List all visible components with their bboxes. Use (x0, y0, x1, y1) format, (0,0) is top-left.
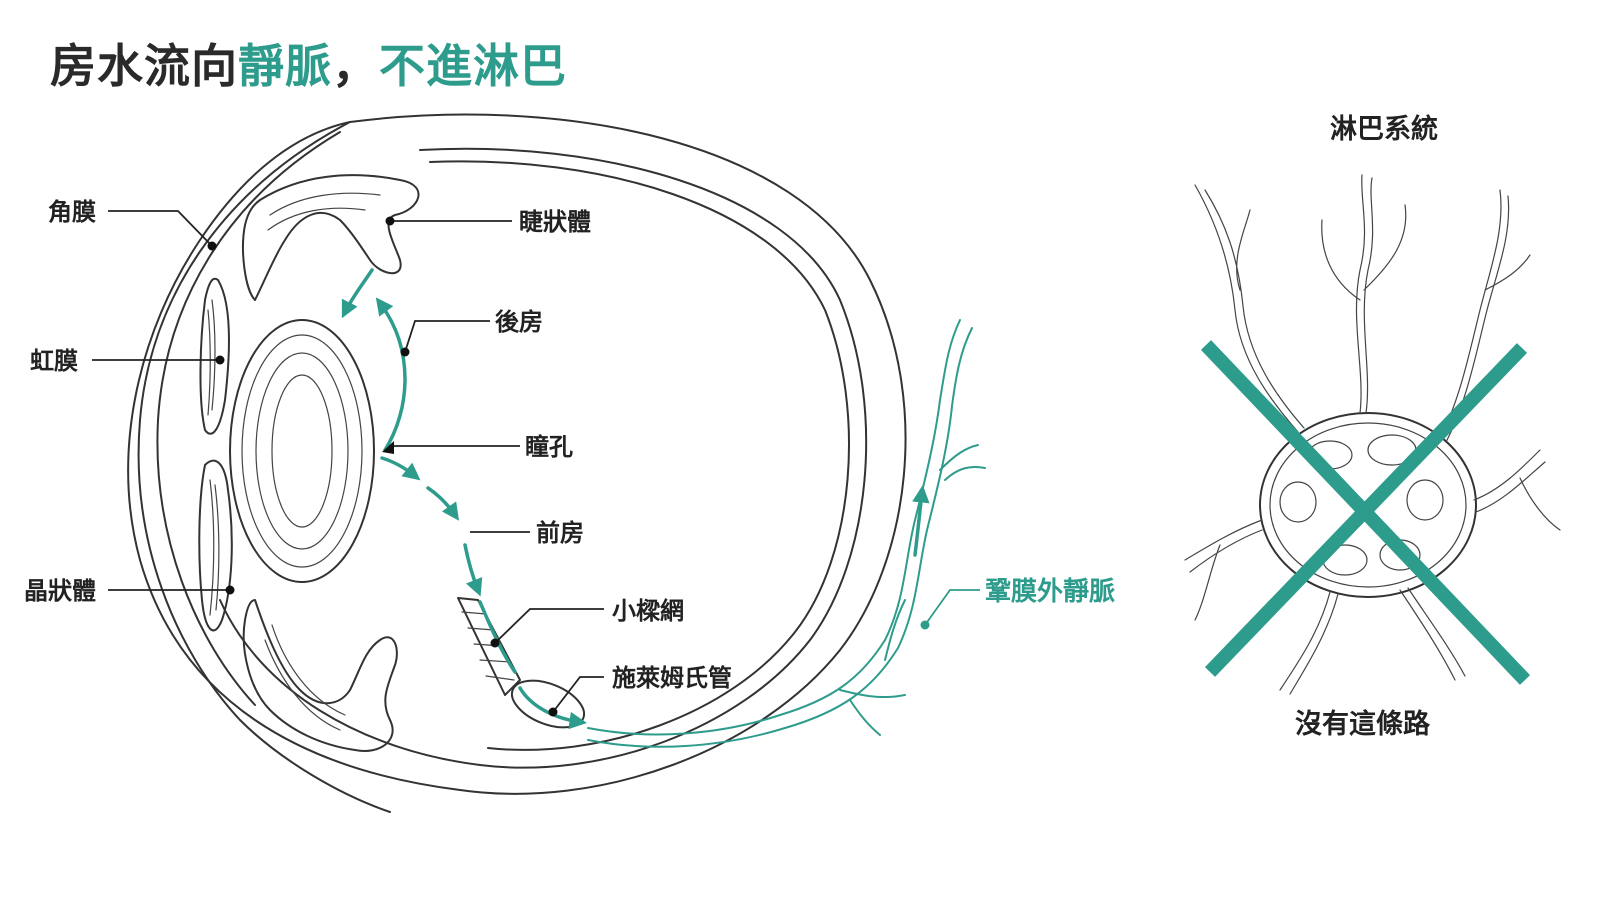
lens-ring-2 (255, 352, 349, 550)
ciliary-texture-lower (264, 624, 346, 731)
cornea-inner (156, 131, 341, 706)
label-anterior-chamber: 前房 (536, 519, 584, 547)
iris-lower-texture (209, 479, 220, 616)
lymph-vessel-right (1473, 449, 1561, 531)
lymph-node (1259, 412, 1477, 598)
flow-arrow-pupil-1 (380, 456, 421, 481)
retina (429, 160, 850, 751)
vein-branch-5 (884, 599, 906, 661)
lymph-follicle-4 (1406, 479, 1444, 521)
ciliary-body-upper (242, 174, 420, 301)
leader-dot-lens (225, 585, 235, 595)
leader-episcleral (924, 589, 980, 626)
ciliary-body-lower (242, 599, 398, 752)
leader-schlemm (552, 676, 604, 713)
label-lens: 晶狀體 (24, 577, 96, 605)
page-title: 房水流向靜脈，不進淋巴 (50, 30, 567, 96)
leaders (92, 210, 980, 717)
label-trabecular-meshwork: 小樑網 (612, 597, 684, 625)
leader-dot-iris (215, 355, 225, 365)
vein-flow-arrow (912, 485, 930, 557)
eyeball (127, 113, 907, 813)
label-posterior-chamber: 後房 (495, 308, 543, 336)
vein-branch-1 (839, 689, 906, 699)
lymph-vessel-topleft (1194, 184, 1305, 433)
leader-cornea (108, 210, 213, 247)
iris-upper-shape (199, 277, 230, 435)
leader-dot-trabecular (490, 638, 500, 648)
flow-arrow-posterior (375, 297, 407, 452)
vein-main-a (587, 319, 961, 736)
title-part-1: 房水流向 (50, 39, 238, 93)
label-episcleral-vein: 鞏膜外靜脈 (985, 577, 1115, 607)
iris-upper-texture (207, 299, 216, 416)
episcleral-vein (587, 319, 986, 748)
flow-arrow-anterior (463, 543, 483, 597)
label-pupil: 瞳孔 (525, 433, 573, 461)
flow-arrow-schlemm (518, 686, 587, 730)
vein-branch-3 (939, 444, 979, 471)
flow-arrow-ciliary (341, 268, 374, 319)
aqueous-flow (341, 268, 587, 730)
title-part-4: 不進淋巴 (379, 39, 567, 93)
title-part-2: 靜脈 (238, 39, 332, 93)
lymph-vessel-bottom (1279, 587, 1466, 695)
leader-dot-schlemm (548, 707, 558, 717)
ciliary-texture-upper (267, 192, 381, 231)
label-iris: 虹膜 (30, 347, 78, 375)
iris-lower-shape (198, 459, 233, 632)
lymph-cross-line-2 (1204, 343, 1528, 677)
lymph-heading: 淋巴系統 (1330, 113, 1438, 145)
lens-ring-1 (241, 334, 363, 568)
sclera-inner (219, 147, 868, 769)
vein-main-b (587, 327, 973, 748)
leader-posterior (404, 320, 490, 353)
sclera-outer (127, 113, 907, 795)
lymph-vessel-top (1321, 174, 1407, 414)
label-cornea: 角膜 (48, 198, 96, 226)
lymph-vessel-topright (1439, 189, 1531, 443)
title-part-3: ， (332, 39, 379, 93)
flow-arrow-pupil-2 (426, 486, 460, 521)
cornea-shape (137, 121, 391, 813)
leader-dot-posterior (400, 347, 410, 357)
leader-dot-ciliary (385, 216, 395, 226)
flow-arrow-trabecular (478, 600, 517, 674)
lymph-follicle-3 (1279, 481, 1317, 523)
trabecular-mesh-lines (461, 611, 515, 681)
vein-branch-4 (944, 465, 986, 481)
leader-arrow-pupil (382, 441, 394, 454)
lymph-node-inner (1269, 422, 1467, 588)
leader-dot-cornea (207, 241, 217, 251)
lymph-caption: 沒有這條路 (1295, 708, 1431, 740)
trabecular-meshwork-shape (457, 597, 521, 696)
vein-branch-2 (849, 699, 881, 736)
label-schlemm-canal: 施萊姆氏管 (612, 664, 732, 692)
lens-shape (229, 319, 375, 583)
label-ciliary-body: 睫狀體 (519, 208, 591, 236)
leader-dot-episcleral (920, 620, 930, 630)
lens-ring-3 (271, 374, 333, 528)
leader-trabecular (494, 608, 604, 644)
lymph-system: 淋巴系統 沒有這條路 (1184, 113, 1561, 740)
lymph-vessel-left (1184, 519, 1263, 621)
